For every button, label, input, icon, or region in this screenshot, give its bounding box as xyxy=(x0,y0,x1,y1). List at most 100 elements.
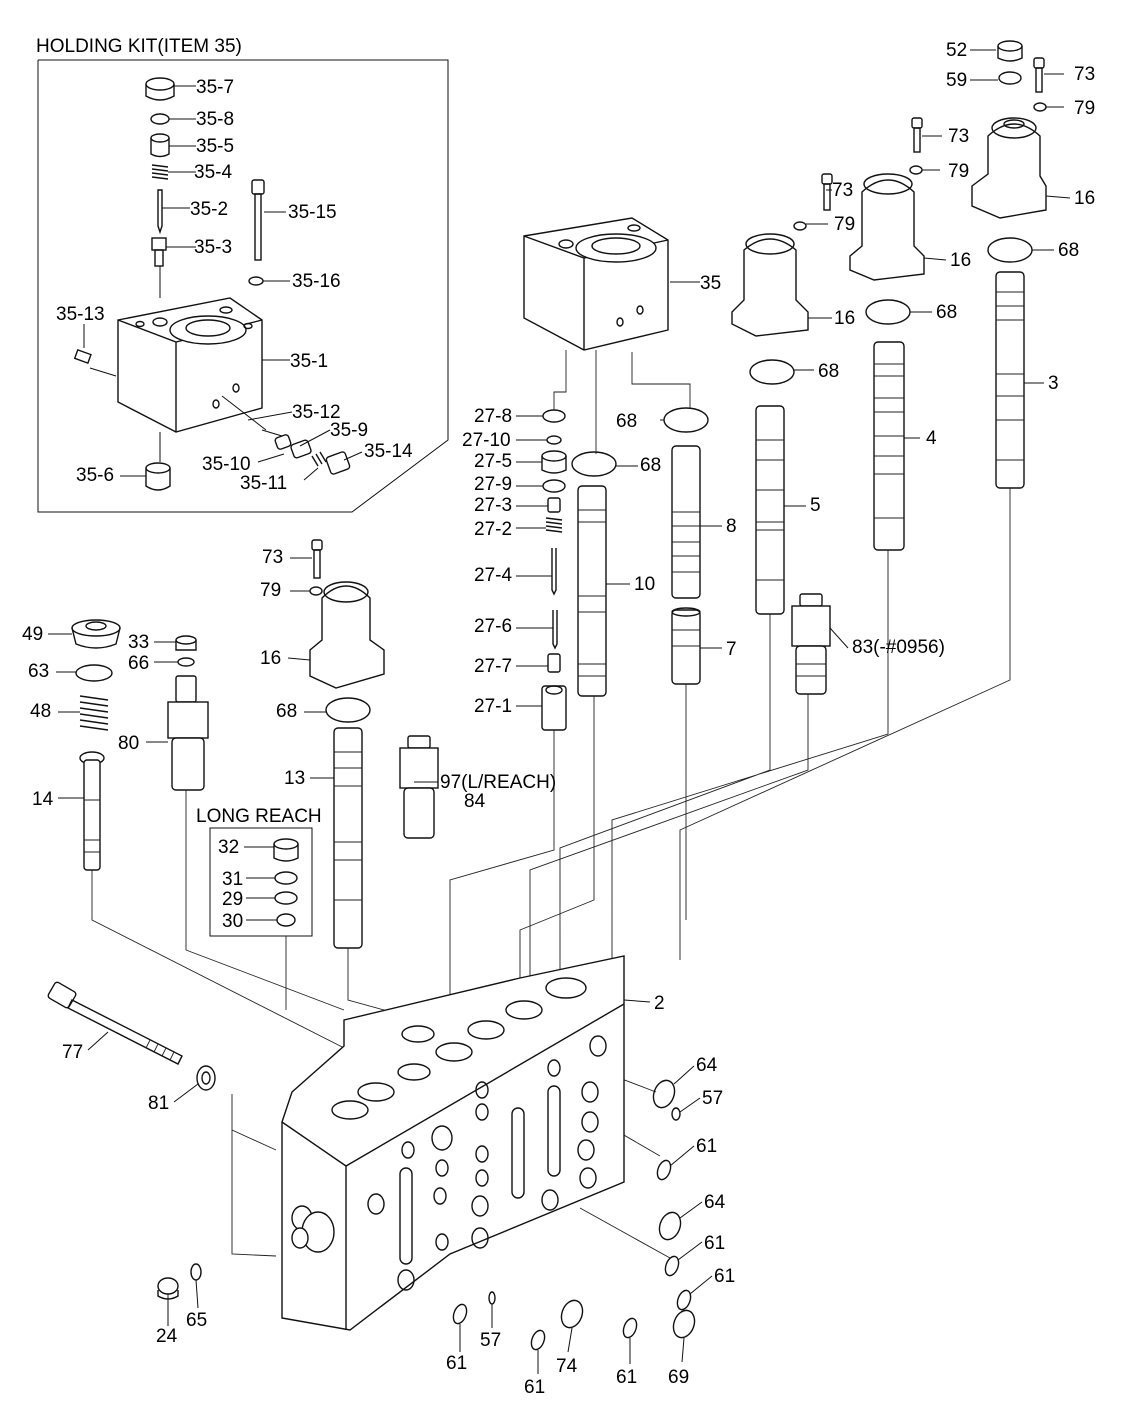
part-callout: 27-2 xyxy=(474,519,512,540)
washer-81 xyxy=(196,1065,216,1091)
part-callout: 29 xyxy=(222,889,243,910)
part-callout: 79 xyxy=(1074,98,1095,119)
solenoid-center xyxy=(731,173,833,337)
part-callout: 8 xyxy=(726,516,737,537)
long-reach-title: LONG REACH xyxy=(196,806,322,827)
part-callout: 84 xyxy=(464,791,486,812)
bolt-35-15 xyxy=(251,179,265,261)
part-callout: 35-4 xyxy=(194,162,232,183)
part-35-10 xyxy=(274,434,292,450)
oring-61-c xyxy=(676,1289,692,1311)
oring-68-e xyxy=(571,451,617,477)
plug-35-7 xyxy=(145,77,175,101)
oring-69 xyxy=(672,1309,696,1339)
oring-35-16 xyxy=(248,276,264,286)
long-reach-panel: LONG REACH xyxy=(196,806,322,937)
callout-leaders xyxy=(48,49,1071,1374)
part-callout: 59 xyxy=(946,70,967,91)
solenoid-lower-left xyxy=(309,539,385,689)
part-callout: 57 xyxy=(702,1088,723,1109)
oring-61-d xyxy=(622,1317,638,1339)
part-callout: 64 xyxy=(696,1055,718,1076)
part-callout: 57 xyxy=(480,1330,501,1351)
spool-4 xyxy=(873,341,905,551)
callouts: 35-7 35-8 35-5 35-4 35-2 35-15 35-3 35-1… xyxy=(22,40,1095,1398)
part-callout: 16 xyxy=(260,648,281,669)
part-callout: 68 xyxy=(936,302,957,323)
part-35-5 xyxy=(150,133,170,158)
part-callout: 35-6 xyxy=(76,465,114,486)
part-callout: 61 xyxy=(714,1266,735,1287)
part-callout: 14 xyxy=(32,789,54,810)
spring-35-4 xyxy=(151,164,169,180)
part-callout: 27-10 xyxy=(462,430,511,451)
part-callout: 79 xyxy=(948,161,969,182)
parts-left-stack xyxy=(71,619,209,791)
plug-35-6 xyxy=(145,462,171,491)
part-callout: 32 xyxy=(218,837,239,858)
part-35-9 xyxy=(290,439,312,459)
part-callout: 35-7 xyxy=(196,77,234,98)
part-callout: 48 xyxy=(30,701,51,722)
pin-35-2 xyxy=(157,189,163,235)
part-callout: 63 xyxy=(28,661,49,682)
part-callout: 79 xyxy=(834,214,855,235)
part-callout: 61 xyxy=(524,1377,545,1398)
part-callout: 10 xyxy=(634,574,655,595)
oring-68-b xyxy=(865,299,911,325)
spool-5 xyxy=(755,405,785,615)
cartridge-83 xyxy=(791,593,831,695)
oring-64-a xyxy=(652,1079,676,1109)
part-callout: 35-9 xyxy=(330,420,368,441)
solenoid-stack-top-right xyxy=(971,40,1047,219)
part-callout: 4 xyxy=(926,428,937,449)
part-callout: 35-8 xyxy=(196,109,234,130)
bolt-77 xyxy=(47,981,183,1065)
holding-block-35 xyxy=(523,217,669,351)
screw-35-3 xyxy=(151,237,167,267)
part-callout: 27-5 xyxy=(474,451,512,472)
part-callout: 61 xyxy=(704,1233,725,1254)
part-callout: 27-9 xyxy=(474,474,512,495)
oring-68-c xyxy=(749,359,795,385)
oring-68-a xyxy=(987,237,1033,263)
valve-body-2 xyxy=(281,955,625,1331)
oring-65 xyxy=(190,1263,202,1281)
cartridge-84 xyxy=(399,735,439,839)
part-callout: 68 xyxy=(616,411,637,432)
part-callout: 52 xyxy=(946,40,967,61)
part-callout: 35-3 xyxy=(194,237,232,258)
part-callout: 35-14 xyxy=(364,441,413,462)
oring-61-a xyxy=(656,1159,672,1181)
spool-14 xyxy=(79,751,105,871)
part-callout: 73 xyxy=(948,126,969,147)
spool-3 xyxy=(995,271,1025,489)
oring-57-a xyxy=(671,1107,681,1121)
part-callout: 35-13 xyxy=(56,304,105,325)
part-callout: 31 xyxy=(222,869,243,890)
part-callout: 66 xyxy=(128,653,149,674)
plug-35-14 xyxy=(325,451,351,475)
part-callout: 81 xyxy=(148,1093,169,1114)
part-callout: 35 xyxy=(700,273,721,294)
assembly-lines xyxy=(91,350,1011,1259)
part-callout: 68 xyxy=(276,701,297,722)
spool-10 xyxy=(577,485,607,697)
part-callout: 35-16 xyxy=(292,271,341,292)
part-callout: 3 xyxy=(1048,373,1059,394)
solenoid-mid-right xyxy=(849,117,925,281)
part-callout: 24 xyxy=(156,1326,178,1347)
part-callout: 27-4 xyxy=(474,565,512,586)
part-callout: 7 xyxy=(726,639,737,660)
part-callout: 69 xyxy=(668,1367,689,1388)
setscrew-35-13 xyxy=(73,348,92,364)
part-callout: 49 xyxy=(22,624,43,645)
part-callout: 65 xyxy=(186,1310,207,1331)
part-callout: 35-2 xyxy=(190,199,228,220)
spring-35-11 xyxy=(311,451,327,467)
holding-kit-panel: HOLDING KIT(ITEM 35) xyxy=(36,36,449,513)
part-callout: 83(-#0956) xyxy=(852,637,945,658)
part-callout: 35-15 xyxy=(288,202,337,223)
